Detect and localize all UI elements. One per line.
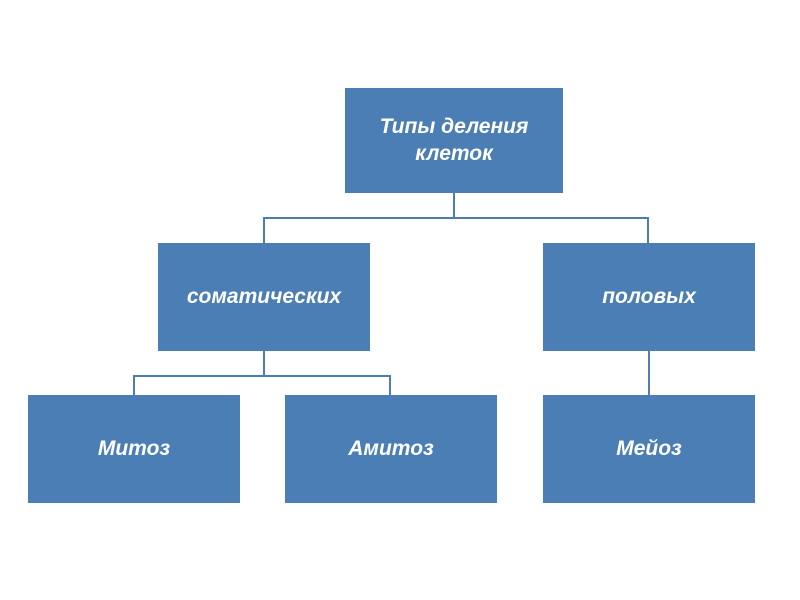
connector-to-mitosis <box>133 375 135 395</box>
node-somatic: соматических <box>158 243 370 351</box>
connector-root-stem <box>453 193 455 218</box>
node-amitosis: Амитоз <box>285 395 497 503</box>
connector-to-amitosis <box>389 375 391 395</box>
node-root: Типы деления клеток <box>345 88 563 193</box>
node-mitosis: Митоз <box>28 395 240 503</box>
connector-to-sexual <box>647 217 649 243</box>
node-sexual: половых <box>543 243 755 351</box>
node-meiosis: Мейоз <box>543 395 755 503</box>
connector-somatic-stem <box>263 351 265 376</box>
connector-to-somatic <box>263 217 265 243</box>
connector-level1-bus <box>263 217 649 219</box>
connector-to-meiosis <box>648 351 650 395</box>
connector-level2-bus <box>133 375 391 377</box>
